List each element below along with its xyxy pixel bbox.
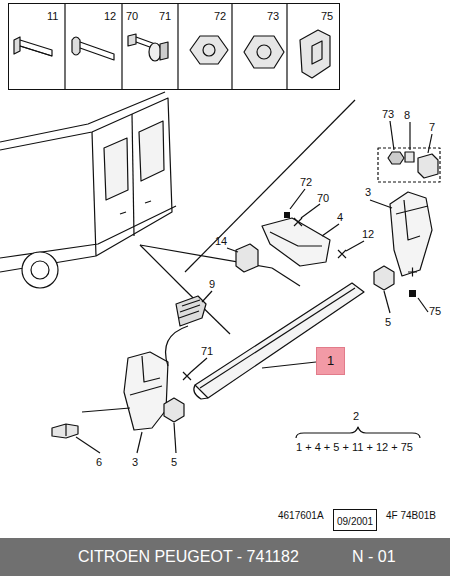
callout-number: 3 xyxy=(132,456,138,468)
callout-number: 12 xyxy=(362,228,374,240)
callout-number: 6 xyxy=(96,456,102,468)
callout-number: 1 xyxy=(327,354,334,368)
callout-number: 70 xyxy=(317,192,329,204)
reference-code: 4617601A xyxy=(278,510,324,522)
callout-number: 2 xyxy=(353,410,359,422)
highlight-callout-box: 1 xyxy=(316,347,345,375)
callout-number: 3 xyxy=(365,186,371,198)
callout-number: 75 xyxy=(429,305,441,317)
callout-number: 73 xyxy=(267,10,279,22)
callout-number: 4 xyxy=(337,211,343,223)
callout-number: 5 xyxy=(385,316,391,328)
callout-number: 14 xyxy=(215,235,227,247)
callout-number: 71 xyxy=(201,345,213,357)
illustration-lines xyxy=(0,3,440,453)
date-text: 09/2001 xyxy=(337,516,373,527)
parts-key-frame: 11 12 70 71 72 73 75 xyxy=(8,3,340,90)
callout-number: 5 xyxy=(171,456,177,468)
callout-number: 9 xyxy=(209,278,215,290)
callout-number: 72 xyxy=(300,176,312,188)
callout-number: 72 xyxy=(214,10,226,22)
callout-number: 70 xyxy=(126,10,138,22)
band-text: CITROEN PEUGEOT - 741182 xyxy=(78,548,299,566)
date-box: 09/2001 xyxy=(333,509,377,531)
callout-number: 11 xyxy=(47,10,58,22)
fastener-squares xyxy=(284,212,416,297)
callout-number: 7 xyxy=(429,121,435,133)
reference-code: 4F 74B01B xyxy=(386,510,436,522)
callout-number: 71 xyxy=(159,10,171,22)
kit-formula: 1 + 4 + 5 + 11 + 12 + 75 xyxy=(296,441,413,453)
callout-number: 8 xyxy=(404,109,410,121)
callout-number: 75 xyxy=(321,10,333,22)
part-number-band: CITROEN PEUGEOT - 741182 N - 01 xyxy=(0,538,450,576)
callout-number: 73 xyxy=(382,108,394,120)
band-text: N - 01 xyxy=(352,548,396,566)
callout-number: 12 xyxy=(104,10,116,22)
